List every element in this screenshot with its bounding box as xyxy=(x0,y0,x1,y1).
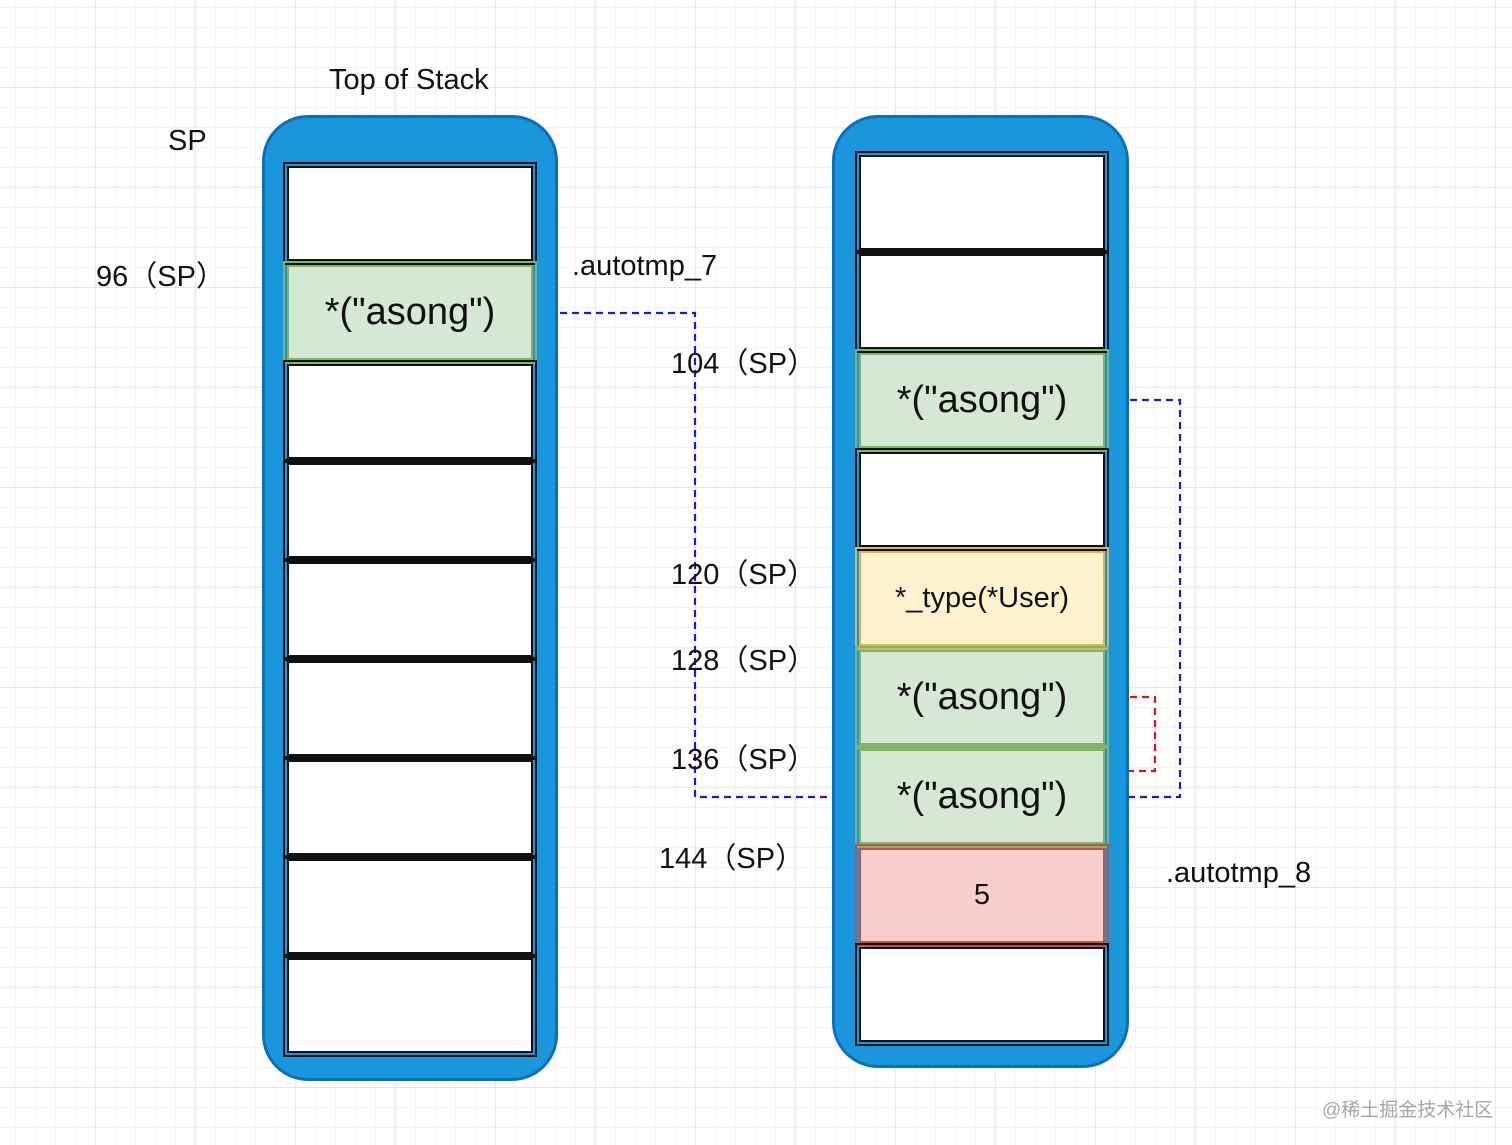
autotmp8-label: .autotmp_8 xyxy=(1166,857,1312,889)
left-stack: *("asong") xyxy=(262,115,558,1081)
stack-cell xyxy=(283,360,537,463)
stack-cell-type-user: *_type(*User) xyxy=(855,547,1109,650)
stack-cell xyxy=(283,756,537,859)
stack-cell xyxy=(283,657,537,760)
stack-cell xyxy=(283,558,537,661)
stack-cell xyxy=(855,151,1109,254)
stack-cell xyxy=(283,954,537,1057)
stack-cell-asong-ptr: *("asong") xyxy=(283,261,537,364)
stack-cell xyxy=(855,943,1109,1046)
sp-offset-144-label: 144（SP） xyxy=(659,843,805,875)
stack-cell xyxy=(855,448,1109,551)
stack-cell xyxy=(283,855,537,958)
autotmp7-pointer-line xyxy=(536,311,831,799)
autotmp7-label: .autotmp_7 xyxy=(572,250,718,282)
top-of-stack-label: Top of Stack xyxy=(329,64,489,96)
sp-offset-120-label: 120（SP） xyxy=(671,559,817,591)
stack-cell-asong-ptr: *("asong") xyxy=(855,646,1109,749)
sp-offset-136-label: 136（SP） xyxy=(671,744,817,776)
stack-cell xyxy=(855,250,1109,353)
stack-cell-len: 5 xyxy=(855,844,1109,947)
stack-cell-asong-ptr: *("asong") xyxy=(855,349,1109,452)
stack-cell xyxy=(283,459,537,562)
sp-offset-96-label: 96（SP） xyxy=(96,261,225,293)
stack-cell xyxy=(283,162,537,265)
right-stack: *("asong") *_type(*User) *("asong") *("a… xyxy=(832,115,1129,1068)
sp-offset-128-label: 128（SP） xyxy=(671,645,817,677)
stack-cell-asong-ptr: *("asong") xyxy=(855,745,1109,848)
sp-label: SP xyxy=(168,125,207,157)
sp-offset-104-label: 104（SP） xyxy=(671,348,817,380)
watermark: @稀土掘金技术社区 xyxy=(1322,1100,1494,1121)
